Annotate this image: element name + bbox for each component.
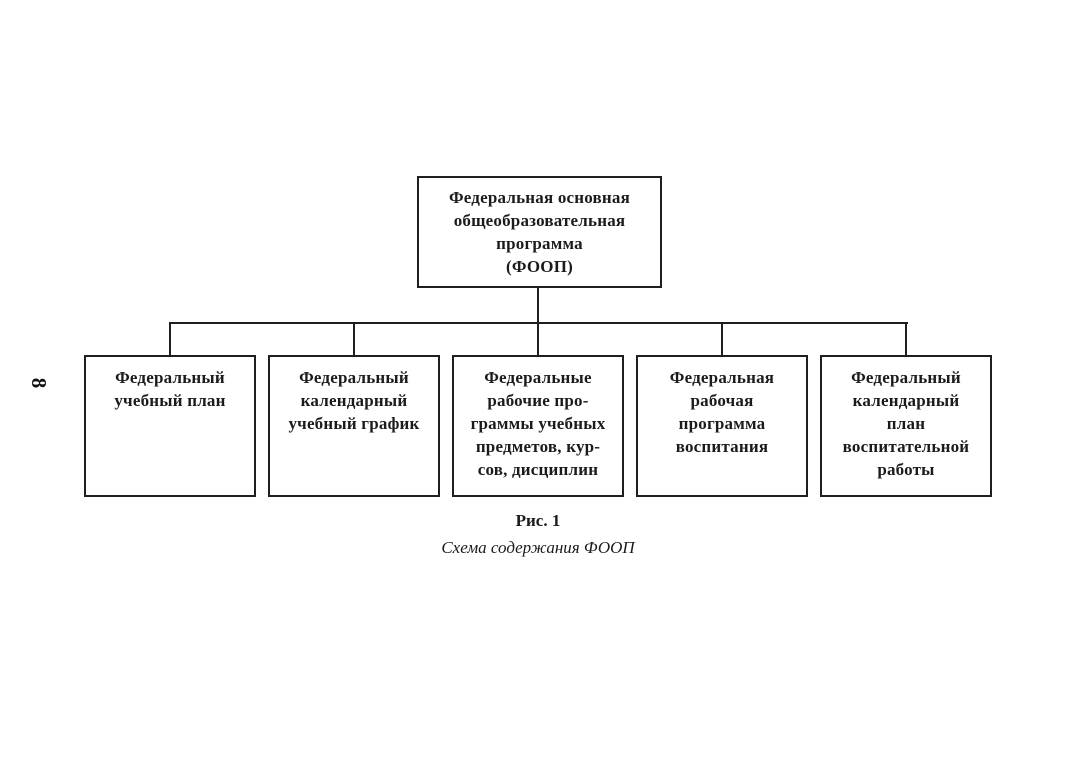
node-federal-work-programs-label: Федеральные рабочие про- граммы учебных … bbox=[470, 368, 606, 479]
connector-drop-1 bbox=[169, 322, 171, 355]
node-federal-work-programs: Федеральные рабочие про- граммы учебных … bbox=[452, 355, 624, 497]
page-number: 8 bbox=[27, 377, 51, 389]
connector-drop-3 bbox=[537, 322, 539, 355]
node-federal-curriculum-label: Федеральный учебный план bbox=[114, 368, 226, 410]
node-federal-upbringing-program: Федеральная рабочая программа воспитания bbox=[636, 355, 808, 497]
node-federal-calendar-schedule: Федеральный календарный учебный график bbox=[268, 355, 440, 497]
node-federal-curriculum: Федеральный учебный план bbox=[84, 355, 256, 497]
figure-caption-title: Схема содержания ФООП bbox=[441, 538, 635, 557]
figure-caption-label: Рис. 1 bbox=[515, 511, 561, 530]
connector-root-stem bbox=[537, 288, 539, 323]
node-root-foop: Федеральная основная общеобразовательная… bbox=[417, 176, 662, 288]
node-root-foop-label: Федеральная основная общеобразовательная… bbox=[448, 188, 631, 276]
connector-drop-5 bbox=[905, 322, 907, 355]
node-federal-upbringing-program-label: Федеральная рабочая программа воспитания bbox=[669, 368, 775, 456]
connector-drop-2 bbox=[353, 322, 355, 355]
node-federal-calendar-schedule-label: Федеральный календарный учебный график bbox=[288, 368, 420, 433]
node-federal-upbringing-plan: Федеральный календарный план воспитатель… bbox=[820, 355, 992, 497]
figure-caption: Рис. 1 Схема содержания ФООП bbox=[84, 510, 992, 559]
node-federal-upbringing-plan-label: Федеральный календарный план воспитатель… bbox=[842, 368, 970, 479]
connector-drop-4 bbox=[721, 322, 723, 355]
